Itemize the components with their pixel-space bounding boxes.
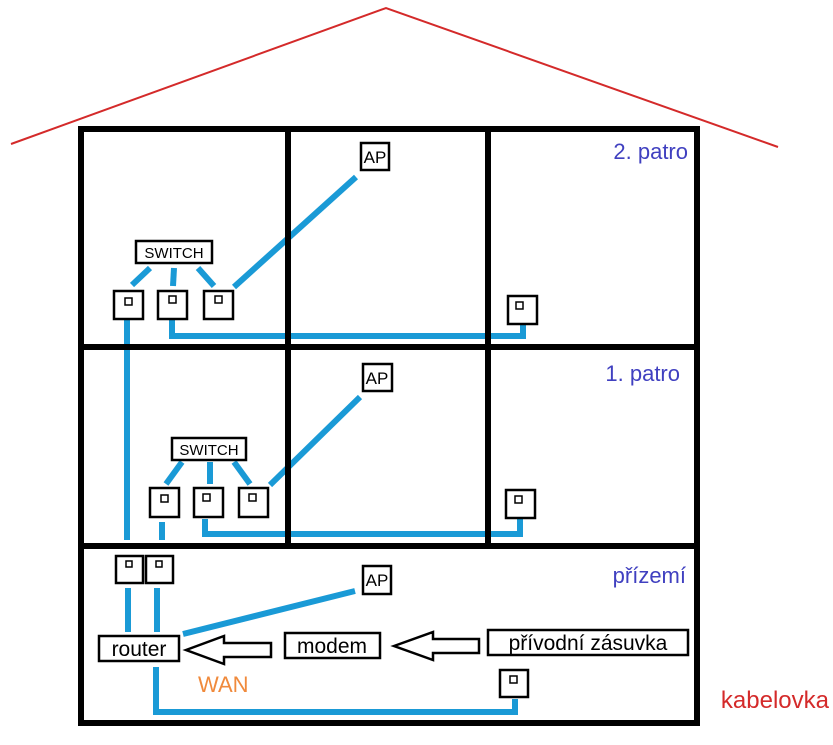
- house-outline: [78, 126, 700, 726]
- ethernet-socket: [144, 554, 175, 585]
- access-point-2nd-floor: AP: [359, 141, 391, 172]
- svg-text:SWITCH: SWITCH: [144, 245, 203, 262]
- switch-1st-floor: SWITCH: [170, 436, 248, 462]
- floor-label-1st: 1. patro: [605, 361, 680, 386]
- switch-2nd-floor: SWITCH: [134, 239, 214, 265]
- svg-text:SWITCH: SWITCH: [179, 442, 238, 459]
- ethernet-socket: [237, 486, 270, 519]
- roof: [10, 6, 779, 148]
- svg-text:AP: AP: [364, 148, 387, 167]
- svg-text:modem: modem: [297, 635, 367, 658]
- wan-label: WAN: [198, 672, 249, 697]
- arrow-modem-to-router: [182, 634, 273, 666]
- ethernet-socket: [202, 289, 235, 321]
- ethernet-socket: [148, 486, 181, 519]
- cable-tv-socket: [498, 668, 530, 699]
- access-point-1st-floor: AP: [361, 362, 394, 393]
- ethernet-socket: [192, 486, 225, 519]
- floor-label-ground: přízemí: [613, 563, 686, 588]
- house-structure: [78, 126, 700, 726]
- floor-label-2nd: 2. patro: [613, 139, 688, 164]
- router: router: [97, 634, 181, 663]
- svg-text:AP: AP: [366, 369, 389, 388]
- wall-outlet-label: přívodní zásuvka: [486, 628, 690, 657]
- arrow-outlet-to-modem: [390, 630, 481, 662]
- ethernet-socket: [504, 488, 537, 520]
- svg-text:AP: AP: [366, 571, 389, 590]
- ethernet-socket: [112, 289, 145, 321]
- access-point-ground-floor: AP: [361, 564, 393, 596]
- ethernet-socket: [506, 294, 539, 326]
- modem: modem: [283, 631, 382, 660]
- ethernet-socket: [156, 289, 189, 321]
- cable-tv-label: kabelovka: [721, 687, 830, 714]
- svg-text:router: router: [112, 638, 167, 661]
- ethernet-socket: [114, 554, 145, 585]
- svg-text:přívodní zásuvka: přívodní zásuvka: [509, 632, 668, 655]
